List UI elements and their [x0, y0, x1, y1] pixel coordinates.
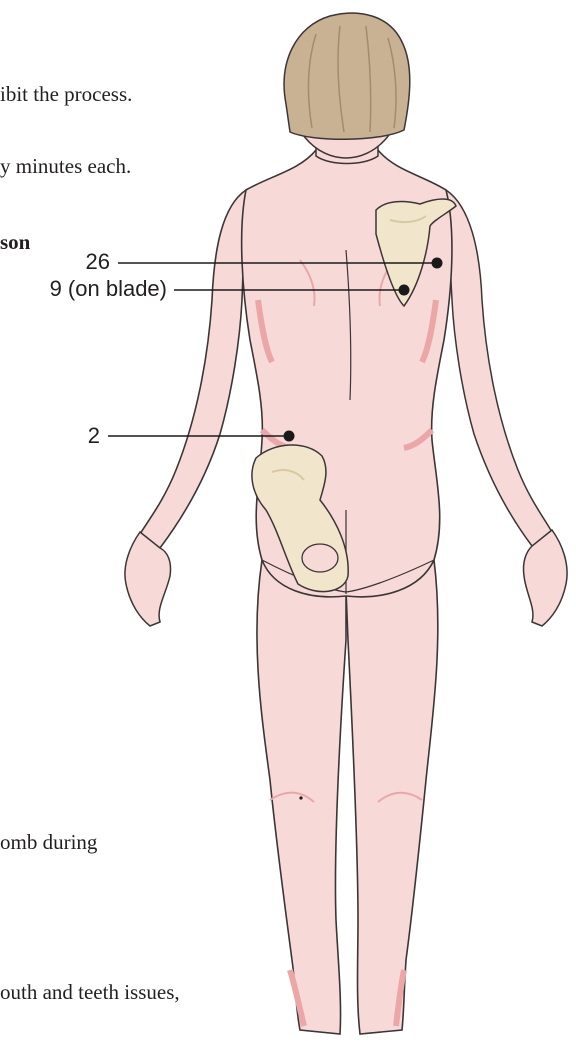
point-label-26: 26 [86, 251, 110, 273]
point-label-2: 2 [88, 425, 100, 447]
right-leg [346, 560, 438, 1034]
point-marker-9 [399, 285, 410, 296]
point-marker-2 [284, 431, 295, 442]
right-arm [446, 190, 552, 546]
left-hand [125, 532, 171, 626]
hair [284, 13, 410, 139]
point-marker-26 [432, 258, 443, 269]
small-dot [299, 796, 302, 799]
legs [257, 560, 438, 1034]
left-arm [140, 190, 246, 548]
point-label-9: 9 (on blade) [50, 278, 167, 300]
